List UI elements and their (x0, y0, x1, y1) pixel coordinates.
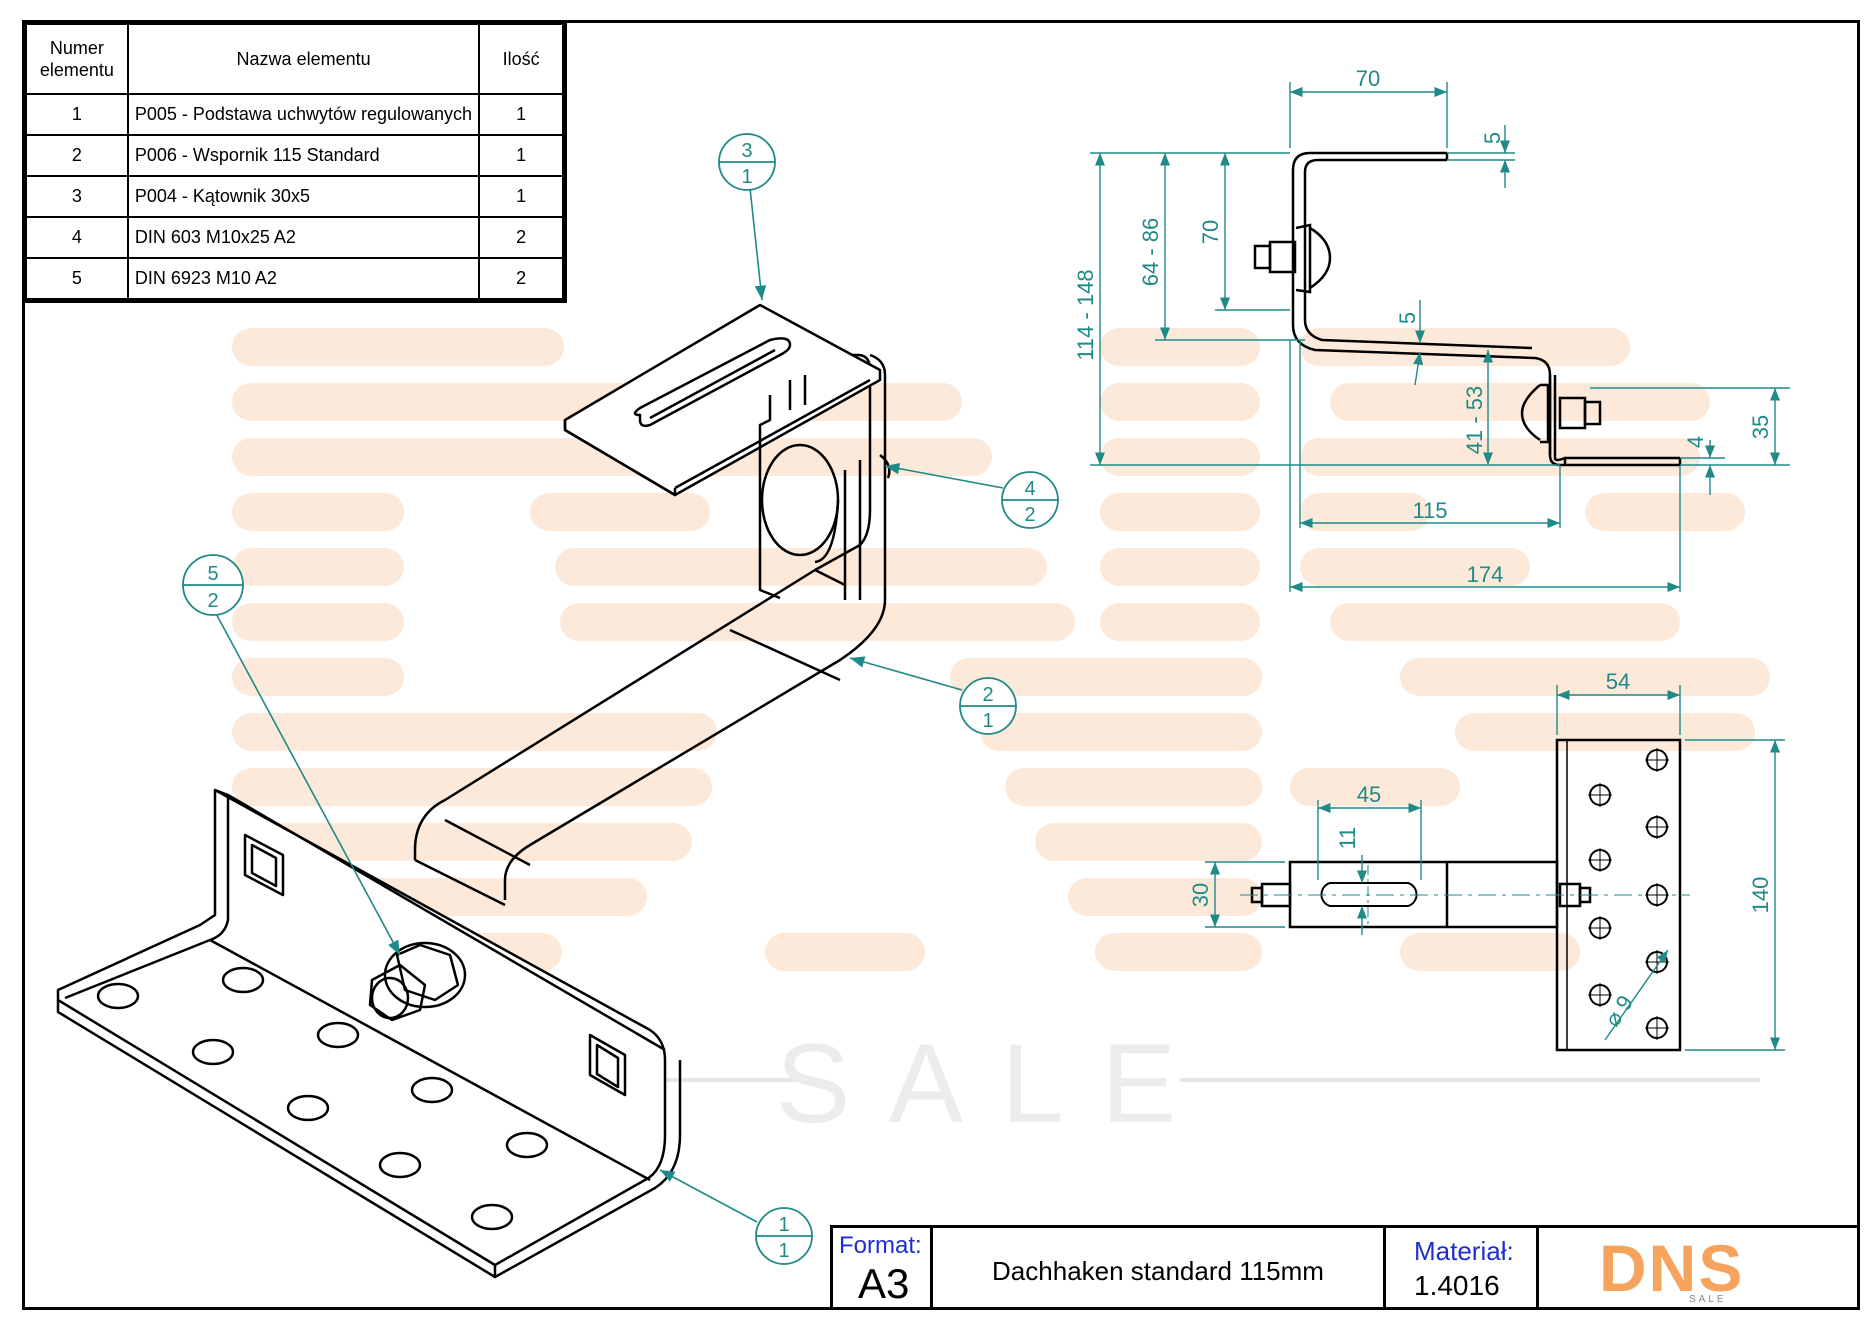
table-row: 5 DIN 6923 M10 A2 2 (23, 257, 566, 302)
parts-table: Numer elementu Nazwa elementu Ilość 1 P0… (22, 20, 567, 303)
dim-35: 35 (1748, 415, 1773, 439)
row-qty: 1 (478, 93, 566, 136)
dim-115: 115 (1412, 498, 1447, 523)
material-cell: Materiał: 1.4016 (1386, 1228, 1539, 1310)
balloon-2-item: 2 (982, 684, 993, 706)
title-block: Format: A3 Dachhaken standard 115mm Mate… (830, 1225, 1860, 1310)
format-cell: Format: A3 (833, 1228, 933, 1310)
row-qty: 1 (478, 134, 566, 177)
row-name: DIN 6923 M10 A2 (126, 257, 481, 302)
row-number: 4 (23, 216, 129, 259)
company-logo: DNS (1599, 1231, 1745, 1305)
balloon-4-qty: 2 (1024, 504, 1035, 526)
drawing-title: Dachhaken standard 115mm (992, 1256, 1324, 1286)
header-qty: Ilość (478, 21, 566, 95)
balloon-1-item: 1 (778, 1214, 789, 1236)
table-row: 1 P005 - Podstawa uchwytów regulowanych … (23, 93, 566, 136)
top-view-holes (1588, 748, 1669, 1040)
dim-4: 4 (1683, 436, 1708, 448)
balloons (182, 133, 1059, 1265)
dim-11: 11 (1335, 827, 1360, 850)
row-name: DIN 603 M10x25 A2 (126, 216, 481, 259)
dim-5-top: 5 (1480, 132, 1505, 144)
side-view (1253, 151, 1682, 467)
watermark-stripes (232, 328, 1770, 971)
dim-70-top: 70 (1356, 66, 1380, 91)
top-view (1240, 738, 1690, 1052)
table-row: 3 P004 - Kątownik 30x5 1 (23, 175, 566, 218)
material-label: Materiał: (1414, 1236, 1514, 1266)
balloon-1 (755, 1207, 813, 1265)
dim-45: 45 (1357, 782, 1381, 807)
balloon-3 (718, 133, 776, 191)
row-number: 1 (23, 93, 129, 136)
balloon-3-item: 3 (741, 140, 752, 162)
dim-54: 54 (1606, 669, 1630, 694)
dim-64-86: 64 - 86 (1138, 218, 1163, 287)
balloon-4 (1001, 471, 1059, 529)
balloon-4-item: 4 (1024, 478, 1035, 500)
title-cell: Dachhaken standard 115mm (933, 1228, 1386, 1310)
format-value: A3 (858, 1260, 910, 1307)
watermark-text: SALE (776, 1021, 1214, 1146)
header-name: Nazwa elementu (126, 21, 481, 95)
balloon-2-qty: 1 (982, 710, 993, 732)
dim-5-mid: 5 (1395, 312, 1420, 324)
side-view-dimensions (1090, 82, 1790, 593)
row-number: 2 (23, 134, 129, 177)
row-qty: 2 (478, 216, 566, 259)
table-row: 2 P006 - Wspornik 115 Standard 1 (23, 134, 566, 177)
row-number: 3 (23, 175, 129, 218)
table-row: 4 DIN 603 M10x25 A2 2 (23, 216, 566, 259)
drawing-frame (22, 20, 1860, 1310)
balloon-3-qty: 1 (741, 166, 752, 188)
balloon-1-qty: 1 (778, 1240, 789, 1262)
top-view-dimensions (1205, 685, 1785, 1051)
parts-table-header: Numer elementu Nazwa elementu Ilość (23, 21, 566, 95)
isometric-view (56, 303, 891, 1279)
balloon-leaders (212, 187, 1004, 1223)
watermark-sale: SALE (232, 1021, 1760, 1146)
material-value: 1.4016 (1414, 1270, 1500, 1301)
row-qty: 1 (478, 175, 566, 218)
header-number: Numer elementu (23, 21, 129, 95)
dim-174: 174 (1467, 562, 1504, 587)
balloon-5-item: 5 (207, 563, 218, 585)
balloon-5-qty: 2 (207, 590, 218, 612)
row-number: 5 (23, 257, 129, 302)
row-qty: 2 (478, 257, 566, 302)
balloon-5 (182, 554, 244, 616)
row-name: P004 - Kątownik 30x5 (126, 175, 481, 218)
row-name: P006 - Wspornik 115 Standard (126, 134, 481, 177)
dim-140: 140 (1748, 877, 1773, 914)
dim-70-vertical: 70 (1198, 220, 1223, 244)
side-view-dim-labels: 70 5 70 64 - 86 114 - 148 5 41 - 53 35 4… (1073, 66, 1773, 587)
row-name: P005 - Podstawa uchwytów regulowanych (126, 93, 481, 136)
dim-114-148: 114 - 148 (1073, 269, 1098, 360)
company-logo-sub: SALE (1689, 1294, 1727, 1305)
balloon-2 (959, 677, 1017, 735)
logo-cell: DNS SALE (1539, 1228, 1860, 1310)
dim-41-53: 41 - 53 (1462, 386, 1487, 455)
dim-30: 30 (1188, 883, 1213, 907)
format-label: Format: (839, 1232, 922, 1259)
